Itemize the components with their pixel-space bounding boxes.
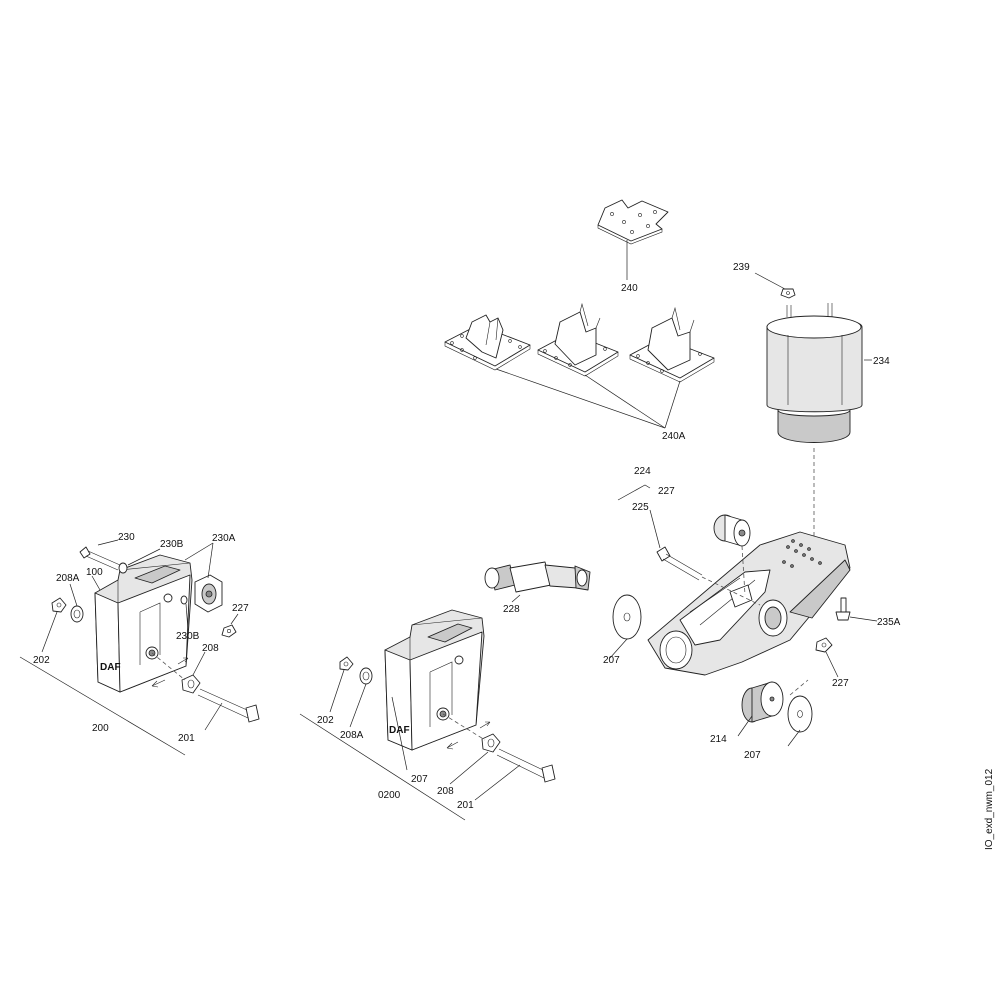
bolt-230 xyxy=(79,546,121,571)
bushing-230B-top xyxy=(118,562,128,574)
hanger-mark: DAF xyxy=(100,662,121,673)
callout-207-mid: 207 xyxy=(411,774,428,785)
callout-230A: 230A xyxy=(212,533,236,544)
washer-208-left xyxy=(181,674,201,694)
nut-227-right xyxy=(815,637,833,653)
bushing-214 xyxy=(741,681,784,723)
hanger-bracket-mid: DAF xyxy=(384,609,485,751)
bushing-230A xyxy=(194,574,223,613)
mounting-brackets-240A xyxy=(444,302,715,383)
callout-208-left: 208 xyxy=(202,643,219,654)
callout-202-left: 202 xyxy=(33,655,50,666)
callout-235A: 235A xyxy=(877,617,901,628)
nut-202-mid xyxy=(339,656,354,671)
nut-239 xyxy=(780,288,796,299)
washer-208-mid xyxy=(481,733,501,753)
mounting-plate-240 xyxy=(597,199,669,245)
callout-228: 228 xyxy=(503,604,520,615)
callout-201-left: 201 xyxy=(178,733,195,744)
callout-225: 225 xyxy=(632,502,649,513)
callout-227-top: 227 xyxy=(658,486,675,497)
callout-200: 200 xyxy=(92,723,109,734)
nut-202-left xyxy=(51,597,67,613)
bolt-235A xyxy=(835,597,851,621)
callout-100: 100 xyxy=(86,567,103,578)
trailing-arm-224 xyxy=(647,531,851,676)
callout-224: 224 xyxy=(634,466,651,477)
bushing-230B-mid xyxy=(180,595,188,605)
callout-208-mid: 208 xyxy=(437,786,454,797)
washer-208A-mid xyxy=(359,667,373,685)
callout-0200: 0200 xyxy=(378,790,401,801)
hanger-mark-mid: DAF xyxy=(389,725,410,736)
bolt-225 xyxy=(656,546,703,581)
nut-227-left xyxy=(221,624,237,638)
callout-227-right: 227 xyxy=(832,678,849,689)
callout-214: 214 xyxy=(710,734,727,745)
callout-201-mid: 201 xyxy=(457,800,474,811)
callout-208A-left: 208A xyxy=(56,573,80,584)
callout-234: 234 xyxy=(873,356,890,367)
callout-208A-mid: 208A xyxy=(340,730,364,741)
hanger-bracket-100 xyxy=(94,554,193,693)
drawing-id: IO_exd_nwm_012 xyxy=(984,768,995,850)
bolt-201-mid xyxy=(496,748,556,783)
callout-240: 240 xyxy=(621,283,638,294)
callout-230: 230 xyxy=(118,532,135,543)
washer-207-left xyxy=(612,594,642,640)
arm-bushing xyxy=(713,514,751,547)
callout-207-left: 207 xyxy=(603,655,620,666)
callout-239: 239 xyxy=(733,262,750,273)
air-spring-234 xyxy=(766,303,863,443)
callout-230B-top: 230B xyxy=(160,539,184,550)
callout-202-mid: 202 xyxy=(317,715,334,726)
callout-230B-mid: 230B xyxy=(176,631,200,642)
callout-227-left: 227 xyxy=(232,603,249,614)
callout-207-right: 207 xyxy=(744,750,761,761)
washer-208A-left xyxy=(70,605,84,623)
bolt-201-left xyxy=(197,688,260,723)
callout-240A: 240A xyxy=(662,431,686,442)
washer-207-right xyxy=(787,695,813,733)
shock-absorber-228 xyxy=(484,561,591,593)
